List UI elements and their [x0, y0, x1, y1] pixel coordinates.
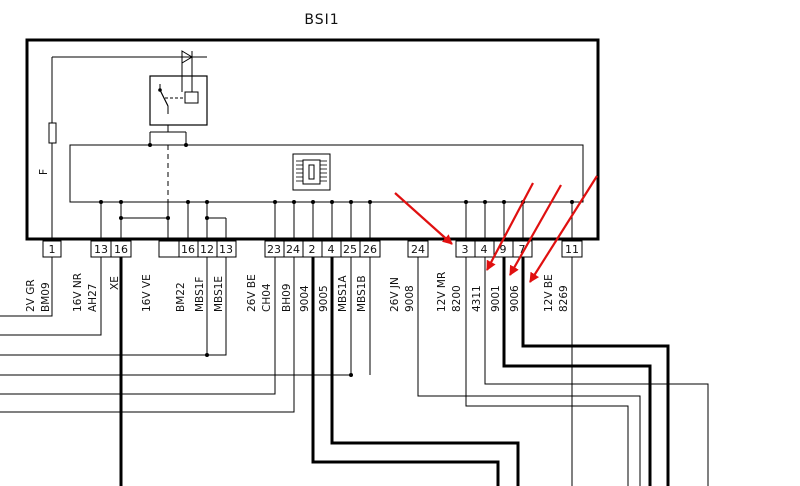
svg-text:12V MR: 12V MR [436, 272, 448, 312]
microcontroller-icon [292, 153, 331, 191]
svg-text:7: 7 [519, 243, 526, 256]
svg-text:9005: 9005 [318, 285, 330, 312]
svg-text:24: 24 [286, 243, 300, 256]
annotation-arrows [394, 175, 598, 283]
connector-pins [42, 240, 583, 258]
svg-text:CH04: CH04 [261, 283, 273, 312]
svg-text:25: 25 [343, 243, 357, 256]
thin-wires [0, 257, 709, 486]
svg-text:16: 16 [114, 243, 128, 256]
svg-text:BM22: BM22 [175, 282, 187, 312]
internal-board [69, 144, 584, 203]
arrow-9006 [529, 175, 598, 283]
svg-text:16V NR: 16V NR [72, 273, 84, 312]
svg-text:8269: 8269 [558, 285, 570, 312]
svg-text:9004: 9004 [299, 285, 311, 312]
svg-text:1: 1 [49, 243, 56, 256]
svg-text:12: 12 [200, 243, 214, 256]
svg-text:26V BE: 26V BE [246, 274, 258, 312]
svg-text:2V GR: 2V GR [25, 279, 37, 312]
svg-text:4: 4 [481, 243, 488, 256]
svg-text:24: 24 [411, 243, 425, 256]
module-title: BSI1 [304, 12, 339, 28]
svg-text:3: 3 [462, 243, 469, 256]
svg-text:9006: 9006 [509, 285, 521, 312]
connector-pin-labels: 1 13 16 16 12 13 23 24 2 4 25 26 24 3 4 … [49, 243, 580, 256]
svg-text:12V BE: 12V BE [543, 274, 555, 312]
svg-text:MBS1A: MBS1A [337, 275, 349, 312]
svg-text:26V JN: 26V JN [389, 277, 401, 312]
fuse-label: F [37, 169, 50, 175]
svg-text:16V VE: 16V VE [141, 274, 153, 312]
svg-text:9008: 9008 [404, 285, 416, 312]
arrow-9001 [509, 184, 562, 276]
junction-dots [99, 200, 574, 220]
svg-text:4311: 4311 [471, 285, 483, 312]
relay-symbol [148, 50, 208, 218]
svg-text:XE: XE [109, 276, 121, 290]
svg-text:9: 9 [500, 243, 507, 256]
wire-junctions [205, 353, 353, 377]
svg-text:16: 16 [181, 243, 195, 256]
svg-text:2: 2 [309, 243, 316, 256]
svg-text:MBS1F: MBS1F [194, 277, 206, 312]
svg-text:MBS1E: MBS1E [213, 276, 225, 312]
svg-text:MBS1B: MBS1B [356, 275, 368, 312]
wire-labels: 2V GR BM09 16V NR AH27 XE 16V VE BM22 MB… [25, 272, 570, 312]
arrow-pin-3 [394, 192, 453, 245]
svg-text:BH09: BH09 [281, 284, 293, 312]
svg-text:13: 13 [219, 243, 233, 256]
svg-text:26: 26 [363, 243, 377, 256]
arrow-4311 [486, 182, 534, 271]
internal-drops [100, 202, 573, 239]
thick-wires [119, 257, 670, 486]
svg-text:4: 4 [328, 243, 335, 256]
svg-text:23: 23 [267, 243, 281, 256]
svg-text:9001: 9001 [490, 285, 502, 312]
fuse-branch: F [37, 56, 207, 239]
svg-text:13: 13 [94, 243, 108, 256]
svg-text:AH27: AH27 [87, 284, 99, 312]
svg-text:BM09: BM09 [40, 282, 52, 312]
svg-text:11: 11 [565, 243, 579, 256]
svg-text:8200: 8200 [451, 285, 463, 312]
fuse-symbol [48, 122, 57, 144]
